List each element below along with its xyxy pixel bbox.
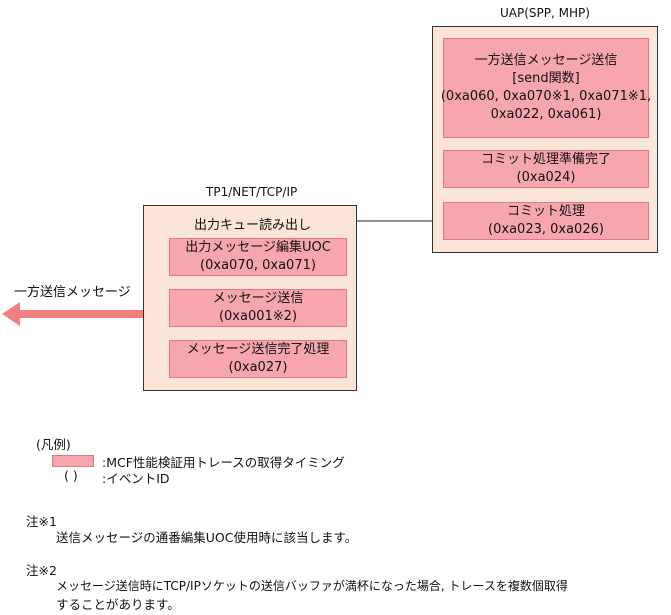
uap-oneway-send-ids-2: 0xa022, 0xa061): [490, 107, 602, 122]
tp1-send-complete-box: メッセージ送信完了処理 (0xa027): [169, 340, 347, 378]
tp1-title: TP1/NET/TCP/IP: [206, 185, 298, 199]
outgoing-message-arrow: [2, 302, 148, 326]
uap-oneway-send-func: [send関数]: [512, 71, 580, 86]
uap-container: 一方送信メッセージ送信 [send関数] (0xa060, 0xa070※1, …: [432, 26, 658, 253]
tp1-message-send-ids: (0xa001※2): [218, 309, 298, 324]
legend-heading: (凡例): [36, 437, 71, 452]
tp1-container: 出力キュー読み出し 出力メッセージ編集UOC (0xa070, 0xa071) …: [143, 205, 357, 391]
note2-text-line1: メッセージ送信時にTCP/IPソケットの送信バッファが満杯になった場合, トレー…: [56, 579, 568, 593]
legend-event-text: :イベントID: [102, 471, 170, 486]
uap-oneway-send-box: 一方送信メッセージ送信 [send関数] (0xa060, 0xa070※1, …: [440, 38, 652, 138]
tp1-send-complete-title: メッセージ送信完了処理: [186, 342, 330, 357]
tp1-message-send-title: メッセージ送信: [212, 291, 304, 306]
legend-swatch: [52, 455, 94, 467]
uap-oneway-send-ids-1: (0xa060, 0xa070※1, 0xa071※1,: [440, 89, 652, 104]
note2-title: 注※2: [26, 563, 57, 578]
uap-commit-ids: (0xa023, 0xa026): [488, 222, 604, 237]
tp1-queue-read-label: 出力キュー読み出し: [194, 218, 312, 233]
uap-oneway-send-title: 一方送信メッセージ送信: [474, 53, 618, 68]
tp1-output-edit-uoc-box: 出力メッセージ編集UOC (0xa070, 0xa071): [169, 238, 347, 276]
uap-commit-prepare-ids: (0xa024): [516, 170, 576, 185]
uap-title: UAP(SPP, MHP): [500, 6, 590, 20]
tp1-output-edit-uoc-ids: (0xa070, 0xa071): [200, 258, 316, 273]
tp1-message-send-box: メッセージ送信 (0xa001※2): [169, 289, 347, 327]
note1-title: 注※1: [26, 514, 57, 529]
outgoing-message-label: 一方送信メッセージ: [14, 285, 131, 300]
uap-commit-box: コミット処理 (0xa023, 0xa026): [443, 202, 649, 240]
tp1-output-edit-uoc-title: 出力メッセージ編集UOC: [185, 240, 331, 255]
tp1-send-complete-ids: (0xa027): [228, 360, 288, 375]
uap-commit-prepare-title: コミット処理準備完了: [480, 152, 611, 167]
legend-event-marker: ( ): [64, 468, 78, 483]
note1-text: 送信メッセージの通番編集UOC使用時に該当します。: [56, 530, 358, 545]
uap-commit-prepare-box: コミット処理準備完了 (0xa024): [443, 150, 649, 188]
uap-commit-title: コミット処理: [506, 204, 585, 219]
legend-swatch-text: :MCF性能検証用トレースの取得タイミング: [102, 455, 345, 470]
note2-text-line2: することがあります。: [56, 597, 180, 612]
